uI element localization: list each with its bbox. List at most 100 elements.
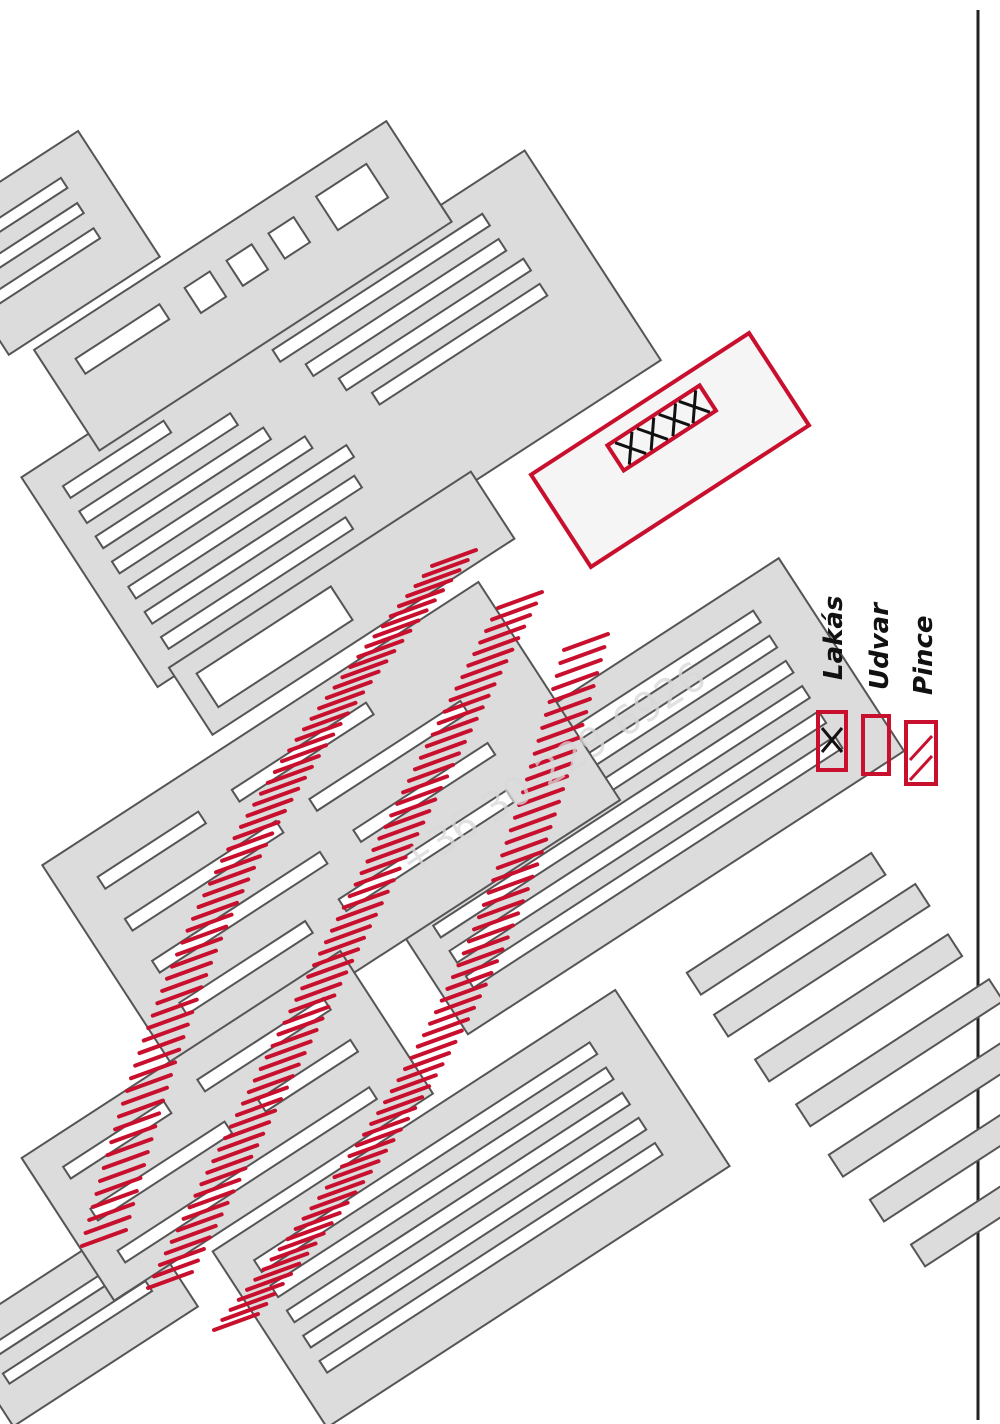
hatch-stroke: [354, 1127, 403, 1148]
hatch-stroke: [196, 889, 245, 910]
hatch-stroke: [424, 728, 473, 749]
hatch-stroke: [554, 658, 603, 679]
udvar-courtyard: [528, 330, 812, 570]
hatch-stroke: [329, 912, 378, 933]
hatch-stroke: [264, 1039, 313, 1060]
hatch-stroke: [113, 1111, 162, 1132]
hatch-stroke: [124, 1072, 173, 1093]
hatch-stroke: [551, 671, 600, 692]
left-edge-block: [0, 129, 162, 357]
hatch-stroke: [396, 1062, 445, 1083]
hatch-stroke: [433, 994, 482, 1015]
hatch-stroke: [83, 1214, 132, 1235]
hatch-stroke: [521, 774, 570, 795]
hatch-stroke: [395, 785, 444, 806]
hatch-stroke: [105, 1137, 154, 1158]
hatch-stroke: [229, 1108, 278, 1129]
hatch-stroke: [409, 1039, 458, 1060]
hatch-stroke: [413, 568, 462, 589]
hatch-stroke: [270, 1027, 319, 1048]
hatch-stroke: [365, 843, 414, 864]
hatch-stroke: [495, 849, 544, 870]
hatch-stroke: [212, 1312, 260, 1332]
hatch-stroke: [389, 797, 438, 818]
hatch-stroke: [306, 958, 355, 979]
hatch-stroke: [190, 900, 239, 921]
hatch-stroke: [258, 775, 307, 796]
hatch-stroke: [436, 705, 485, 726]
hatch-stroke: [217, 1131, 266, 1152]
hatch-stroke: [94, 1175, 143, 1196]
hatch-stroke: [460, 659, 509, 680]
hatch-stroke: [285, 1221, 334, 1242]
hatch-stroke: [500, 837, 549, 858]
hatch-stroke: [540, 709, 589, 730]
legend-item-pince: Pince: [904, 615, 939, 786]
legend-item-udvar: Udvar: [861, 601, 895, 776]
legend-label-udvar: Udvar: [865, 601, 895, 690]
hatch-stroke: [300, 970, 349, 991]
hatch-stroke: [377, 820, 426, 841]
hatch-stroke: [430, 548, 478, 568]
hatch-stroke: [472, 911, 521, 932]
hatch-stroke: [421, 1017, 470, 1038]
hatch-stroke: [245, 797, 294, 818]
hatch-stroke: [484, 613, 533, 634]
hatch-stroke: [245, 1271, 294, 1292]
hatch-stroke: [240, 1085, 289, 1106]
hatch-stroke: [476, 899, 525, 920]
hatch-stroke: [133, 1047, 182, 1068]
hatch-stroke: [157, 1246, 206, 1267]
hatch-stroke: [226, 831, 275, 852]
hatch-stroke: [87, 1201, 136, 1222]
hatch-stroke: [293, 1210, 342, 1231]
hatch-stroke: [371, 832, 420, 853]
hatch-stroke: [445, 970, 494, 991]
hatch-stroke: [430, 716, 479, 737]
hatch-stroke: [211, 1143, 260, 1164]
hatch-stroke: [220, 842, 269, 863]
hatch-stroke: [202, 877, 251, 898]
hatch-stroke: [341, 889, 390, 910]
hatch-stroke: [439, 982, 488, 1003]
hatch-stroke: [276, 1016, 325, 1037]
hatch-stroke: [478, 624, 527, 645]
hatch-stroke: [137, 1035, 186, 1056]
hatch-stroke: [199, 1166, 248, 1187]
hatch-stroke: [151, 1258, 200, 1279]
legend-label-lakas: Lakás: [819, 596, 849, 680]
legend-item-lakas: Lakás: [816, 596, 849, 772]
hatch-stroke: [265, 764, 314, 785]
hatch-stroke: [213, 854, 262, 875]
hatch-stroke: [236, 1281, 285, 1302]
hatch-stroke: [238, 808, 287, 829]
hatch-stroke: [318, 935, 367, 956]
hatch-stroke: [116, 1098, 165, 1119]
hatch-stroke: [294, 981, 343, 1002]
hatch-stroke: [412, 751, 461, 772]
hatch-stroke: [340, 1148, 389, 1169]
hatch-stroke: [532, 735, 581, 756]
hatch-stroke: [380, 608, 429, 629]
hatch-stroke: [252, 1062, 301, 1083]
hatch-stroke: [442, 693, 491, 714]
hatch-stroke: [208, 865, 257, 886]
hatch-stroke: [407, 762, 456, 783]
hatch-stroke: [347, 878, 396, 899]
hatch-stroke: [461, 935, 510, 956]
hatch-stroke: [401, 774, 450, 795]
hatch-stroke: [356, 638, 405, 659]
hatch-stroke: [472, 636, 521, 657]
hatch-stroke: [272, 754, 321, 775]
hatch-stroke: [258, 1051, 307, 1072]
hatch-stroke: [562, 632, 610, 652]
hatch-stroke: [205, 1154, 254, 1175]
hatch-stroke: [187, 1189, 236, 1210]
hatch-stroke: [324, 1169, 373, 1190]
hatch-stroke: [451, 959, 500, 980]
hatch-stroke: [528, 748, 577, 769]
hatch-stroke: [288, 993, 337, 1014]
hatch-stroke: [155, 985, 204, 1006]
hatch-stroke: [169, 948, 218, 969]
